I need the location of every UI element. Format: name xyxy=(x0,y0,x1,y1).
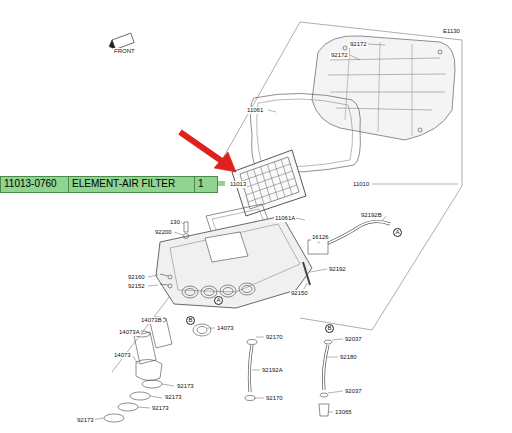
reference-letter: A xyxy=(214,296,223,305)
callout-number: 14073A xyxy=(118,329,141,336)
callout-number: 92152 xyxy=(127,283,146,290)
direction-label: FRONT xyxy=(113,48,136,55)
reference-letter: B xyxy=(186,316,195,325)
part-number: 11013-0760 xyxy=(1,177,69,192)
callout-number: 92172 xyxy=(349,41,368,48)
figure-code: E1130 xyxy=(442,28,461,35)
callout-number: 92192B xyxy=(360,212,383,219)
callout-number: 92173 xyxy=(164,394,183,401)
callout-number: 92170 xyxy=(265,395,284,402)
callout-number: 16126 xyxy=(311,234,330,241)
callout-number: 92172 xyxy=(330,52,349,59)
callout-number: 92192 xyxy=(328,266,347,273)
callout-number: 92180 xyxy=(339,354,358,361)
callout-number: 92170 xyxy=(265,334,284,341)
callout-number: 13065 xyxy=(334,409,353,416)
callout-number: 14073 xyxy=(113,352,132,359)
callout-number: 92200 xyxy=(154,229,173,236)
callout-number: 92173 xyxy=(151,405,170,412)
callout-number: 11010 xyxy=(352,181,370,188)
callout-number: 11061A xyxy=(274,215,296,222)
part-name: ELEMENT-AIR FILTER xyxy=(69,177,195,192)
reference-letter: A xyxy=(393,228,402,237)
callout-number: 14073B xyxy=(140,317,163,324)
reference-letter: B xyxy=(325,324,334,333)
parts-table-row: 11013-0760ELEMENT-AIR FILTER1 xyxy=(0,176,218,193)
callout-number: 11013 xyxy=(229,181,247,188)
callout-number: 11061 xyxy=(246,107,264,114)
callout-number: 92173 xyxy=(176,383,195,390)
callout-number: 92150 xyxy=(290,290,309,297)
callout-number: 92037 xyxy=(344,336,363,343)
quantity: 1 xyxy=(195,177,217,192)
callout-number: 92192A xyxy=(261,367,284,374)
callout-number: 92160 xyxy=(127,274,146,281)
callout-number: 14073 xyxy=(216,325,235,332)
callout-number: 92037 xyxy=(344,388,363,395)
callout-number: 92173 xyxy=(76,417,95,424)
callout-number: 130 xyxy=(169,219,181,226)
